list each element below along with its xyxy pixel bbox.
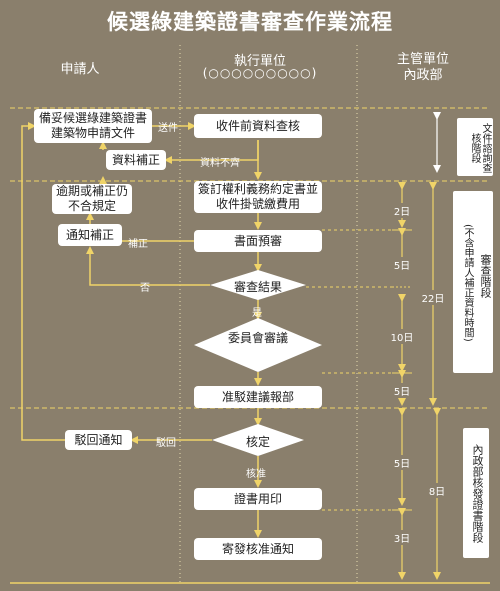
node-committee: 委員會審議 [227, 331, 288, 345]
duration-label-2: 2日 [387, 203, 417, 218]
approve-diamond [212, 424, 304, 456]
committee-diamond [194, 318, 322, 372]
stage-issue-label: 內政部核發證書階段 [471, 443, 484, 543]
duration-label-8: 8日 [422, 483, 452, 498]
duration-label-5b: 5日 [387, 383, 417, 398]
stage-review-box: 審查階段 (不含申請人補正資料時間) [453, 191, 493, 373]
column-header-executor: 執行單位 [233, 54, 286, 69]
review-result-diamond [210, 270, 306, 300]
edge-no [86, 246, 210, 286]
edge-incomplete [164, 140, 259, 164]
column-header-executor-sub: (○○○○○○○○○) [202, 66, 318, 80]
edge-label-reject: 駁回 [156, 438, 176, 449]
node-reject-notice: 駁回通知 [65, 430, 132, 450]
duration-label-5a: 5日 [387, 257, 417, 272]
edge-label-approved: 核准 [246, 469, 266, 480]
node-review-result: 審查結果 [233, 280, 282, 294]
stage-issue-box: 內政部核發證書階段 [463, 428, 489, 558]
duration-label-10: 10日 [387, 329, 417, 344]
edge-label-send: 送件 [158, 123, 178, 134]
node-report: 准駁建議報部 [194, 386, 322, 408]
column-header-applicant: 申請人 [60, 62, 100, 77]
duration-label-3: 3日 [387, 530, 417, 545]
edge-label-yes: 是 [252, 308, 262, 319]
stage-review-note: (不含申請人補正資料時間) [462, 224, 473, 342]
node-send-notice: 寄發核准通知 [194, 538, 322, 560]
stage-doc-check-label: 文件諮詢查核階段 [469, 123, 491, 173]
edge-label-incomplete: 資料不齊 [200, 158, 240, 169]
node-prepare-docs: 備妥候選綠建築證書建築物申請文件 [34, 109, 152, 143]
node-sign-contract: 簽訂權利義務約定書並收件掛號繳費用 [194, 181, 322, 213]
node-approve: 核定 [245, 435, 270, 449]
node-notify-supplement: 通知補正 [58, 224, 122, 246]
edge-label-correct: 補正 [128, 239, 148, 250]
node-supplement: 資料補正 [106, 150, 166, 170]
duration-label-22: 22日 [418, 290, 448, 305]
edge-reject-back [21, 122, 65, 441]
stage-review-label: 審查階段 [479, 254, 492, 298]
edge-label-no: 否 [140, 283, 150, 294]
stage-doc-check-box: 文件諮詢查核階段 [457, 118, 493, 176]
node-written-review: 書面預審 [194, 230, 322, 252]
page-title: 候選綠建築證書審查作業流程 [107, 9, 393, 34]
duration-label-5c: 5日 [387, 455, 417, 470]
column-header-authority: 主管單位 [396, 52, 449, 67]
column-header-authority-org: 內政部 [403, 68, 443, 83]
node-pre-check: 收件前資料查核 [194, 114, 322, 138]
node-overdue: 逾期或補正仍不合規定 [52, 184, 132, 214]
node-cert-seal: 證書用印 [194, 488, 322, 510]
